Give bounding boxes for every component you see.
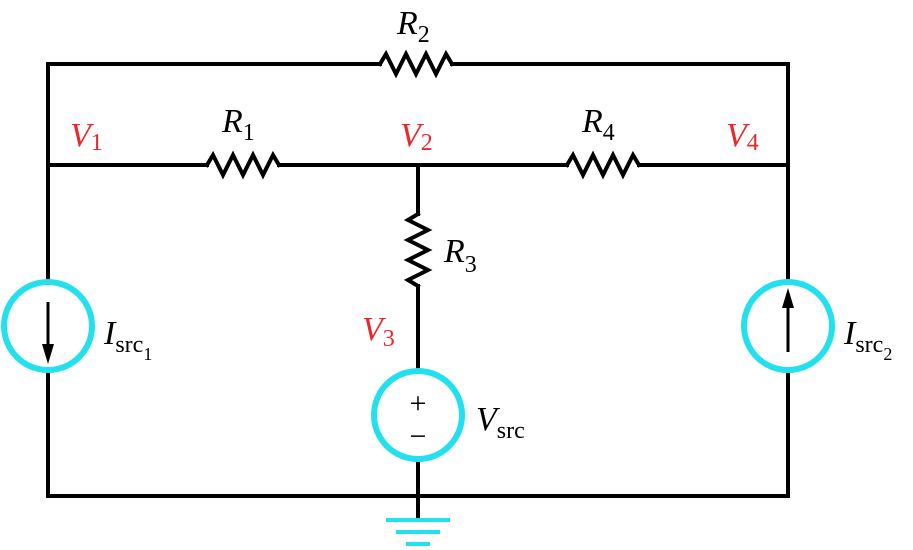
label-r2: R2 xyxy=(396,5,430,48)
node-label-v1: V1 xyxy=(70,117,103,156)
label-isrc2-sub: src xyxy=(855,332,883,358)
resistor-r1-zigzag xyxy=(204,150,282,180)
label-r1: R1 xyxy=(221,103,255,146)
node-label-v3: V3 xyxy=(362,311,395,352)
node-v2-sub: 2 xyxy=(421,130,433,156)
arrow-up-head xyxy=(782,288,794,308)
label-r1-sub: 1 xyxy=(243,120,255,146)
node-v3-sub: 3 xyxy=(383,326,395,352)
voltage-source: + − xyxy=(371,368,465,462)
node-v4-sub: 4 xyxy=(747,130,759,156)
label-isrc1: Isrc1 xyxy=(103,315,152,364)
label-vsrc: Vsrc xyxy=(476,401,525,444)
current-source-2 xyxy=(741,279,835,373)
voltage-source-circle xyxy=(371,368,465,462)
resistor-r2-zigzag xyxy=(377,49,455,79)
node-label-v2: V2 xyxy=(400,117,433,156)
label-isrc1-sym: I xyxy=(103,315,117,352)
label-vsrc-sub: src xyxy=(497,418,525,444)
node-label-v4: V4 xyxy=(726,117,759,156)
label-r1-sym: R xyxy=(221,103,243,140)
ground-icon xyxy=(386,518,450,546)
resistor-r4-zigzag xyxy=(564,150,642,180)
label-isrc1-subsub: 1 xyxy=(143,344,152,364)
resistor-r3-zigzag xyxy=(403,211,433,289)
label-r2-sym: R xyxy=(396,5,418,42)
current-source-1 xyxy=(1,279,95,373)
voltage-source-plus: + xyxy=(410,387,427,420)
label-r2-sub: 2 xyxy=(418,22,430,48)
arrow-down-head xyxy=(42,344,54,364)
label-r4: R4 xyxy=(581,103,615,146)
current-source-2-circle xyxy=(741,279,835,373)
label-r3: R3 xyxy=(443,233,477,278)
label-r4-sub: 4 xyxy=(603,120,615,146)
label-r4-sym: R xyxy=(581,103,603,140)
voltage-source-minus: − xyxy=(410,420,427,453)
label-isrc2-subsub: 2 xyxy=(883,344,892,364)
current-source-1-circle xyxy=(1,279,95,373)
wires xyxy=(46,49,790,520)
label-isrc1-sub: src xyxy=(115,332,143,358)
label-r3-sub: 3 xyxy=(465,252,477,278)
wire-top-left xyxy=(46,62,382,167)
wire-top-right xyxy=(450,62,790,167)
label-isrc2: Isrc2 xyxy=(843,315,892,364)
label-r3-sym: R xyxy=(443,233,465,270)
label-isrc2-sym: I xyxy=(843,315,857,352)
node-v1-sub: 1 xyxy=(91,130,103,156)
